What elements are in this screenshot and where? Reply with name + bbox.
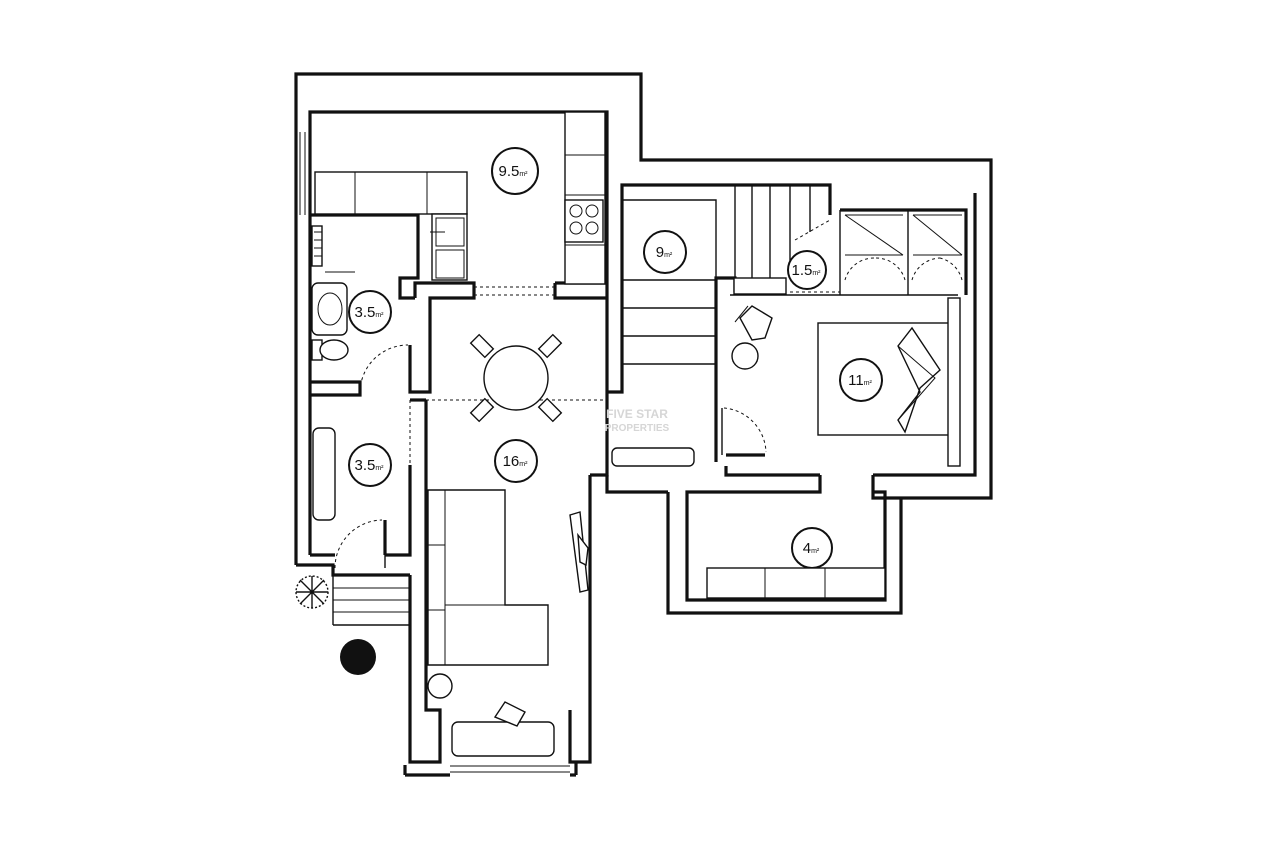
area-value-stair-hall: 9 xyxy=(656,244,664,261)
area-badge-kitchen: 9.5m² xyxy=(491,147,539,195)
area-value-bathroom-lower: 3.5 xyxy=(354,457,375,474)
area-badge-balcony: 4m² xyxy=(791,527,833,569)
bedroom-furniture xyxy=(731,210,963,467)
watermark-line2: PROPERTIES xyxy=(605,423,670,434)
svg-text:1.5m²: 1.5m² xyxy=(791,262,821,279)
area-badge-stair-hall: 9m² xyxy=(643,230,687,274)
area-unit-closet: m² xyxy=(812,270,821,277)
area-value-bedroom: 11 xyxy=(848,372,864,389)
area-unit-stair-hall: m² xyxy=(664,252,673,259)
area-unit-bedroom: m² xyxy=(864,380,873,387)
svg-text:4m²: 4m² xyxy=(803,540,820,557)
area-value-balcony: 4 xyxy=(803,540,811,557)
svg-text:3.5m²: 3.5m² xyxy=(354,457,384,474)
svg-text:16m²: 16m² xyxy=(503,453,529,470)
area-value-kitchen: 9.5 xyxy=(498,163,519,180)
area-unit-bathroom-lower: m² xyxy=(375,465,384,472)
svg-text:9.5m²: 9.5m² xyxy=(498,163,528,180)
stairs xyxy=(622,185,811,365)
watermark: FIVE STAR PROPERTIES xyxy=(605,407,670,434)
bathroom-fixtures xyxy=(311,225,355,521)
balcony-bench xyxy=(706,567,886,599)
area-value-bathroom-upper: 3.5 xyxy=(354,304,375,321)
kitchen-furniture xyxy=(314,111,606,285)
area-unit-bathroom-upper: m² xyxy=(375,312,384,319)
marker-dot xyxy=(340,639,376,675)
svg-text:3.5m²: 3.5m² xyxy=(354,304,384,321)
svg-text:11m²: 11m² xyxy=(848,372,872,389)
svg-text:9m²: 9m² xyxy=(656,244,673,261)
area-badge-bathroom-upper: 3.5m² xyxy=(348,290,392,334)
area-badge-living-dining: 16m² xyxy=(494,439,538,483)
area-unit-living-dining: m² xyxy=(519,461,528,468)
living-furniture xyxy=(295,333,695,757)
area-badge-bedroom: 11m² xyxy=(839,358,883,402)
openings xyxy=(409,219,840,478)
doors xyxy=(334,257,963,569)
area-unit-kitchen: m² xyxy=(519,171,528,178)
area-value-living-dining: 16 xyxy=(503,453,520,470)
area-badge-closet: 1.5m² xyxy=(787,250,827,290)
area-value-closet: 1.5 xyxy=(791,262,812,279)
area-badge-bathroom-lower: 3.5m² xyxy=(348,443,392,487)
watermark-line1: FIVE STAR xyxy=(606,407,668,421)
area-unit-balcony: m² xyxy=(811,548,820,555)
